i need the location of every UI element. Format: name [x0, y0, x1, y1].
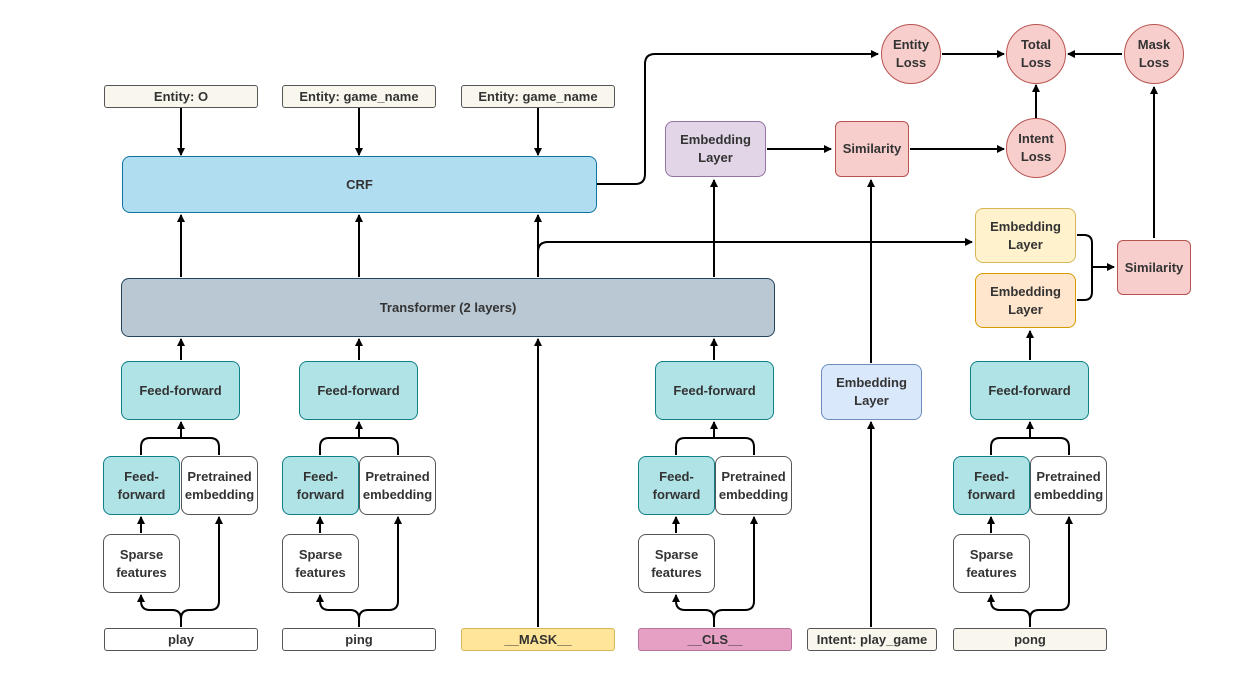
feed-forward-ping: Feed-forward	[299, 361, 418, 420]
feed-forward-pong: Feed-forward	[970, 361, 1089, 420]
entity-label-o: Entity: O	[104, 85, 258, 108]
edge-play-split	[137, 594, 182, 627]
edge-merge-4	[990, 437, 1070, 455]
token-pong: pong	[953, 628, 1107, 651]
sparse-features-ping: Sparse features	[282, 534, 359, 593]
edge-play-split-r	[180, 516, 223, 620]
edge-cls-split-r	[713, 516, 758, 620]
similarity-intent: Similarity	[835, 121, 909, 177]
edge-merge-2	[319, 437, 399, 455]
edge-crf-to-entity-loss	[597, 50, 879, 185]
pretrained-embedding-ping: Pretrained embedding	[359, 456, 436, 515]
edge-ping-split	[316, 594, 360, 627]
embedding-layer-cls: Embedding Layer	[665, 121, 766, 177]
entity-loss: Entity Loss	[881, 24, 941, 84]
token-ping: ping	[282, 628, 436, 651]
crf-block: CRF	[122, 156, 597, 213]
transformer-block: Transformer (2 layers)	[121, 278, 775, 337]
entity-label-game-name-2: Entity: game_name	[461, 85, 615, 108]
token-play: play	[104, 628, 258, 651]
small-feed-forward-pong: Feed- forward	[953, 456, 1030, 515]
embedding-layer-intent: Embedding Layer	[821, 364, 922, 420]
sparse-features-pong: Sparse features	[953, 534, 1030, 593]
pretrained-embedding-pong: Pretrained embedding	[1030, 456, 1107, 515]
edge-merge-1	[140, 437, 220, 455]
edge-cls-split	[672, 594, 715, 627]
small-feed-forward-ping: Feed- forward	[282, 456, 359, 515]
edge-transformer-to-mask-embedding	[537, 238, 973, 277]
embedding-layer-pong: Embedding Layer	[975, 273, 1076, 328]
small-feed-forward-play: Feed- forward	[103, 456, 180, 515]
edge-pong-split-r	[1029, 516, 1073, 620]
edge-merge-3	[675, 437, 755, 455]
token-cls: __CLS__	[638, 628, 792, 651]
token-intent: Intent: play_game	[807, 628, 937, 651]
entity-label-game-name-1: Entity: game_name	[282, 85, 436, 108]
edge-ping-split-r	[358, 516, 402, 620]
sparse-features-play: Sparse features	[103, 534, 180, 593]
similarity-mask: Similarity	[1117, 240, 1191, 295]
pretrained-embedding-play: Pretrained embedding	[181, 456, 258, 515]
mask-loss: Mask Loss	[1124, 24, 1184, 84]
token-mask: __MASK__	[461, 628, 615, 651]
feed-forward-play: Feed-forward	[121, 361, 240, 420]
intent-loss: Intent Loss	[1006, 118, 1066, 178]
total-loss: Total Loss	[1006, 24, 1066, 84]
edge-pong-split	[987, 594, 1031, 627]
sparse-features-cls: Sparse features	[638, 534, 715, 593]
pretrained-embedding-cls: Pretrained embedding	[715, 456, 792, 515]
feed-forward-cls: Feed-forward	[655, 361, 774, 420]
edge-emb-to-similarity-right	[1077, 234, 1093, 301]
embedding-layer-mask: Embedding Layer	[975, 208, 1076, 263]
small-feed-forward-cls: Feed- forward	[638, 456, 715, 515]
